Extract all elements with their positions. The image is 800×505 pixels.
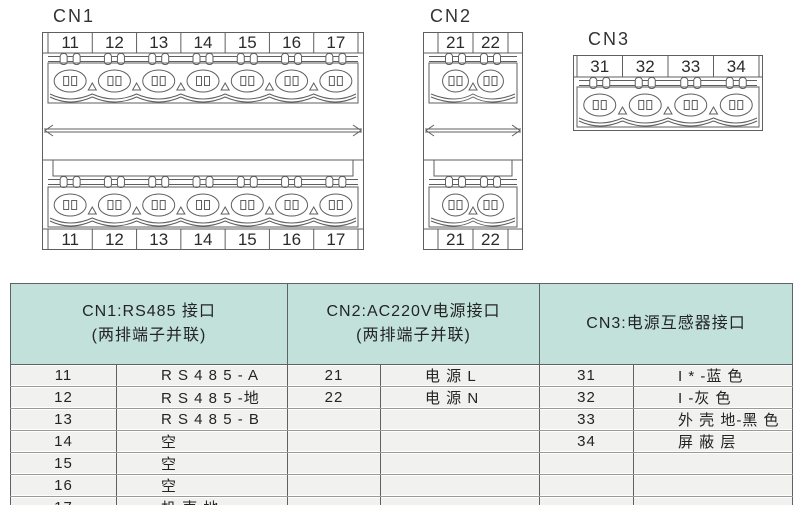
terminal-number: 32 [636, 57, 655, 76]
pin-desc-cell: 屏 蔽 层 [633, 430, 794, 453]
pin-desc-cell: 机 壳 地 [115, 496, 289, 505]
pin-number-cell: 15 [10, 452, 117, 475]
pin-number-cell: 31 [539, 364, 635, 387]
table-header-cn1: CN1:RS485 接口 (两排端子并联) [9, 283, 289, 365]
terminal-number: 13 [149, 230, 168, 249]
pin-desc-cell [380, 408, 541, 431]
pin-desc-cell [380, 452, 541, 475]
cn1-label: CN1 [53, 6, 96, 26]
pin-desc-cell: 空 [115, 474, 289, 497]
cn3-connector-diagram: 31 32 33 34 [573, 54, 763, 136]
pin-number-cell: 12 [10, 386, 117, 409]
pin-number-cell: 11 [10, 364, 117, 387]
terminal-number: 15 [238, 33, 257, 52]
pin-number-cell [287, 496, 382, 505]
terminal-number: 11 [61, 33, 79, 52]
pin-desc-cell: 空 [115, 452, 289, 475]
pin-desc-cell [380, 474, 541, 497]
table-header-cn3: CN3:电源互感器接口 [539, 283, 794, 365]
cn2-header-title: CN2:AC220V电源接口 [326, 303, 501, 320]
terminal-number: 14 [194, 230, 213, 249]
pin-number-cell: 32 [539, 386, 635, 409]
pin-desc-cell: I * -蓝 色 [633, 364, 794, 387]
terminal-number: 11 [61, 230, 79, 249]
pin-number-cell [539, 474, 635, 497]
pin-desc-cell: R S 4 8 5 - B [115, 408, 289, 431]
connector-drawing: 21 22 21 22 [423, 31, 523, 251]
terminal-number: 12 [105, 33, 124, 52]
terminal-number: 34 [727, 57, 746, 76]
pin-number-cell: 17 [10, 496, 117, 505]
pin-number-cell: 13 [10, 408, 117, 431]
terminal-number: 21 [446, 230, 465, 249]
pin-number-cell: 16 [10, 474, 117, 497]
pin-number-cell [539, 452, 635, 475]
pin-desc-cell: 空 [115, 430, 289, 453]
connector-drawing: 11 12 13 14 15 16 17 11 12 13 14 15 16 17 [42, 31, 364, 251]
pin-desc-cell: 电 源 L [380, 364, 541, 387]
pin-desc-cell: 电 源 N [380, 386, 541, 409]
pin-number-cell: 22 [287, 386, 382, 409]
pin-desc-cell: R S 4 8 5 - A [115, 364, 289, 387]
pin-desc-cell: 外 壳 地-黑 色 [633, 408, 794, 431]
cn1-header-subtitle: (两排端子并联) [91, 327, 207, 344]
cn3-label: CN3 [588, 29, 631, 49]
pin-number-cell [287, 452, 382, 475]
connector-drawing: 31 32 33 34 [573, 54, 763, 131]
table-header-row: CN1:RS485 接口 (两排端子并联) CN2:AC220V电源接口 (两排… [9, 283, 794, 365]
pin-number-cell: 14 [10, 430, 117, 453]
pin-desc-cell [633, 474, 794, 497]
terminal-number: 14 [194, 33, 213, 52]
terminal-number: 31 [590, 57, 609, 76]
terminal-number: 22 [481, 230, 500, 249]
pin-number-cell [287, 474, 382, 497]
terminal-number: 17 [326, 230, 345, 249]
terminal-number: 17 [326, 33, 345, 52]
table-row: 17机 壳 地 [10, 496, 794, 505]
table-header-cn2: CN2:AC220V电源接口 (两排端子并联) [287, 283, 541, 365]
pin-number-cell [287, 430, 382, 453]
terminal-number: 13 [149, 33, 168, 52]
pin-assignment-table: CN1:RS485 接口 (两排端子并联) CN2:AC220V电源接口 (两排… [9, 283, 794, 505]
pin-number-cell [287, 408, 382, 431]
terminal-number: 22 [481, 33, 500, 52]
terminal-number: 15 [238, 230, 257, 249]
cn2-connector-diagram: 21 22 21 22 [423, 31, 523, 255]
pin-number-cell: 33 [539, 408, 635, 431]
terminal-number: 16 [282, 230, 301, 249]
cn3-header-title: CN3:电源互感器接口 [586, 315, 746, 332]
terminal-number: 16 [282, 33, 301, 52]
cn2-label: CN2 [430, 6, 473, 26]
cn1-header-title: CN1:RS485 接口 [82, 303, 216, 320]
terminal-number: 33 [681, 57, 700, 76]
pin-desc-cell [380, 496, 541, 505]
pin-desc-cell: I -灰 色 [633, 386, 794, 409]
terminal-number: 12 [105, 230, 124, 249]
terminal-number: 21 [446, 33, 465, 52]
cn1-connector-diagram: 11 12 13 14 15 16 17 11 12 13 14 15 16 17 [42, 31, 364, 255]
pin-desc-cell [633, 496, 794, 505]
pin-desc-cell [380, 430, 541, 453]
pin-desc-cell [633, 452, 794, 475]
pin-number-cell: 21 [287, 364, 382, 387]
cn2-header-subtitle: (两排端子并联) [356, 327, 471, 344]
pin-number-cell [539, 496, 635, 505]
pin-number-cell: 34 [539, 430, 635, 453]
pin-desc-cell: R S 4 8 5 -地 [115, 386, 289, 409]
